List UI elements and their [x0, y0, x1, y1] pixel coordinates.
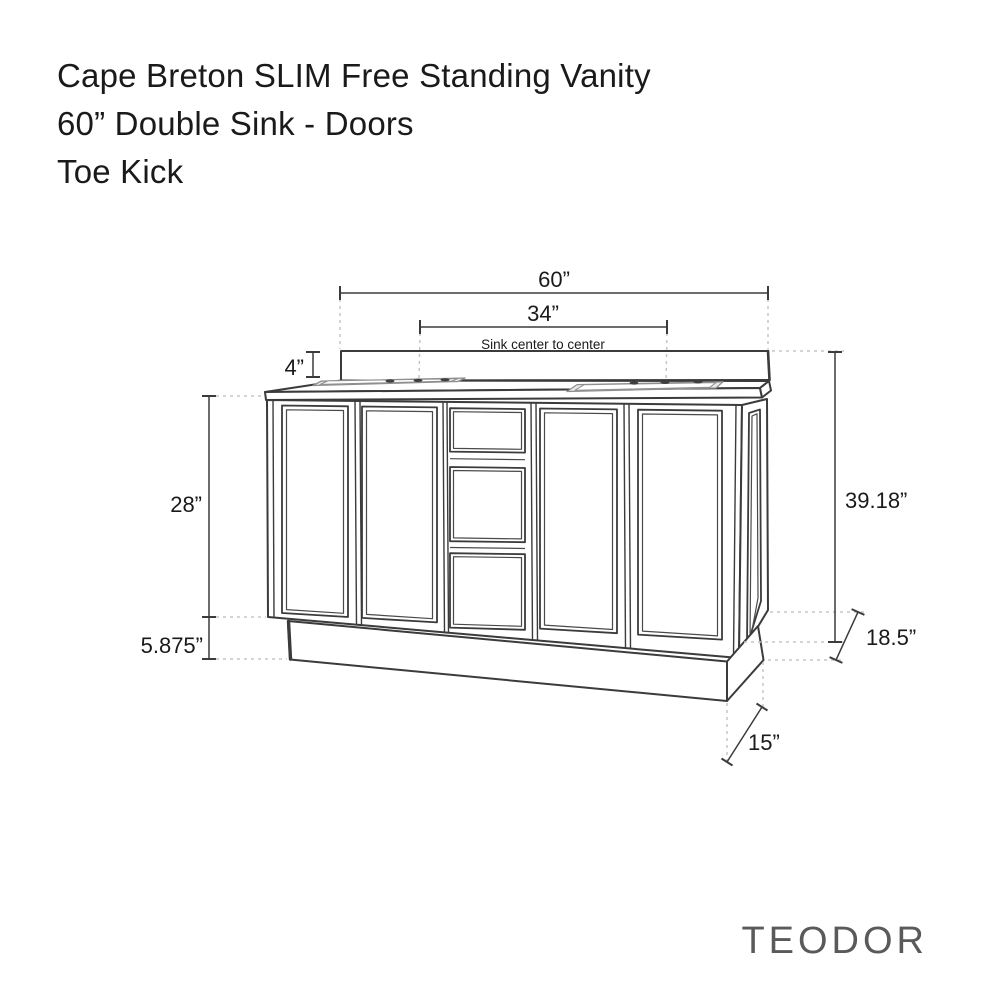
door-3: [539, 407, 618, 635]
drawer-3-front: [449, 552, 526, 631]
stile-line: [535, 402, 539, 641]
dim-total-width: 60”: [339, 267, 769, 300]
dim-cabinet-height: 28”: [170, 395, 216, 618]
faucet-holes: [385, 378, 703, 385]
door-1-panel: [281, 404, 349, 618]
faucet-hole: [693, 380, 703, 384]
title-line-3: Toe Kick: [57, 153, 184, 190]
sink-right: [566, 381, 724, 393]
faucet-hole: [440, 378, 450, 382]
stile-line: [732, 404, 737, 657]
dim-tick: [829, 656, 843, 664]
drawer-2-front-inner: [452, 469, 523, 540]
dim-sink-note-label: Sink center to center: [481, 337, 605, 352]
stile-line: [446, 401, 450, 633]
cabinet-front: [266, 399, 743, 659]
door-3-panel: [539, 407, 618, 635]
faucet-hole: [413, 378, 423, 382]
door-4: [637, 408, 723, 641]
dim-tick: [851, 608, 865, 616]
dimensions: 60” 34” Sink center to center 4” 28”: [141, 267, 916, 767]
drawer-1: [449, 407, 526, 454]
dim-cabinet-height-label: 28”: [170, 492, 202, 517]
stile-line: [354, 400, 358, 625]
dim-line: [835, 611, 859, 661]
drawer-rail-line: [449, 546, 526, 550]
stile-line: [623, 403, 627, 649]
stile-line: [628, 403, 632, 649]
dim-total-depth-label: 18.5”: [866, 625, 916, 650]
dim-line: [726, 706, 763, 763]
dim-sink-spacing-label: 34”: [527, 301, 559, 326]
drawer-rail-line: [449, 458, 526, 461]
dim-base-depth-label: 15”: [748, 730, 780, 755]
door-4-panel-inner: [641, 413, 719, 637]
drawer-2: [449, 466, 526, 544]
drawer-1-front: [449, 407, 526, 454]
door-4-panel: [637, 408, 723, 641]
brand-logo: TEODOR: [741, 920, 928, 962]
drawer-3: [449, 552, 526, 631]
vanity: [264, 349, 772, 702]
dim-backsplash-height-label: 4”: [284, 355, 304, 380]
faucet-hole: [660, 380, 670, 384]
drawing-title: Cape Breton SLIM Free Standing Vanity 60…: [57, 52, 651, 196]
backsplash-front: [340, 350, 771, 382]
door-1: [281, 404, 349, 618]
faucet-hole: [385, 379, 395, 383]
extension-line: [418, 332, 421, 380]
backsplash-right-edge: [766, 349, 771, 382]
backsplash: [340, 349, 771, 382]
faucet-hole: [629, 381, 639, 385]
dim-backsplash-height: 4”: [284, 351, 320, 380]
door-2: [361, 405, 438, 624]
title-line-1: Cape Breton SLIM Free Standing Vanity: [57, 57, 651, 94]
dim-toe-kick-height-label: 5.875”: [141, 633, 203, 658]
extension-line: [665, 332, 668, 382]
toe-kick-left-edge: [286, 619, 293, 661]
stile-line: [530, 402, 534, 641]
dim-total-height-label: 39.18”: [845, 488, 907, 513]
counter-right-end: [759, 380, 772, 399]
drawer-2-front: [449, 466, 526, 544]
dim-total-height: 39.18”: [828, 351, 907, 643]
door-3-panel-inner: [543, 412, 614, 631]
drawer-3-front-inner: [452, 556, 523, 627]
toe-kick-side: [726, 625, 765, 702]
dim-total-depth: 18.5”: [829, 608, 916, 664]
sink-right-basin: [574, 382, 717, 391]
stile-line: [442, 401, 446, 633]
dim-total-width-label: 60”: [538, 267, 570, 292]
dim-tick: [755, 702, 769, 712]
dim-base-depth: 15”: [720, 702, 780, 767]
extension-lines: [209, 299, 866, 766]
title-line-2: 60” Double Sink - Doors: [57, 105, 414, 142]
dim-toe-kick-height: 5.875”: [141, 617, 216, 660]
door-2-panel-inner: [365, 410, 434, 620]
dim-sink-spacing: 34” Sink center to center: [419, 301, 668, 352]
side-panel-frame: [746, 408, 762, 647]
door-2-panel: [361, 405, 438, 624]
stile-line: [272, 399, 275, 618]
side-panel-inner: [749, 413, 759, 642]
cabinet-face: [266, 399, 743, 659]
dim-tick: [720, 757, 734, 767]
door-1-panel-inner: [285, 409, 345, 614]
toe-kick: [286, 619, 765, 702]
drawer-1-front-inner: [452, 411, 523, 450]
side-panel: [738, 398, 769, 659]
